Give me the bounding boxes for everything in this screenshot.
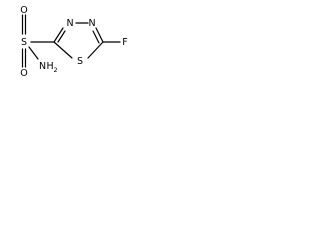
- atom-n-ring-3: N: [66, 18, 73, 29]
- bond-c2-n3: [53, 27, 64, 43]
- bond-c5-s1: [87, 41, 104, 59]
- molecule-structure: O S O N H 2 N N S F: [20, 5, 127, 79]
- structure-canvas: O S O N H 2 N N S F: [0, 0, 150, 86]
- bond-s-nh2: [28, 46, 39, 60]
- atom-h-amine: H: [47, 61, 54, 72]
- atom-labels: O S O N H 2 N N S F: [20, 5, 127, 79]
- atom-n-ring-4: N: [88, 18, 95, 29]
- atom-f: F: [122, 37, 127, 48]
- atom-n-amine: N: [39, 61, 46, 72]
- atom-s-ring: S: [77, 56, 83, 67]
- bond-n4-c5: [95, 27, 104, 43]
- bond-s1-c2: [53, 41, 73, 59]
- atom-o-top: O: [20, 5, 27, 16]
- bond-c2-n3-double: [57, 30, 66, 43]
- bond-n4-c5-double: [92, 30, 100, 44]
- atom-s-sulfonyl: S: [21, 37, 27, 48]
- atom-h-count: 2: [54, 66, 58, 74]
- atom-o-bottom: O: [20, 68, 27, 79]
- bonds: [21, 14, 121, 68]
